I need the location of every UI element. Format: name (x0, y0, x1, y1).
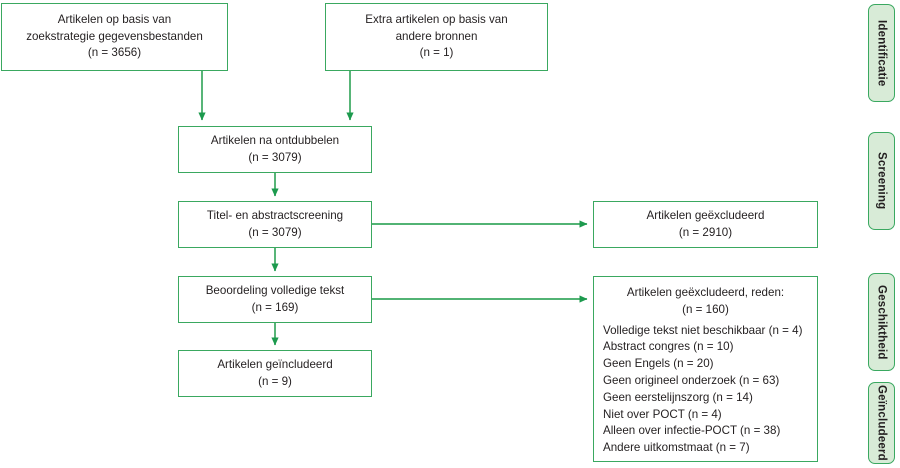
node-count: (n = 2910) (678, 225, 733, 239)
reasons-heading: Artikelen geëxcludeerd, reden: (626, 286, 785, 299)
node-line: andere bronnen (395, 29, 478, 43)
stage-label-text: Identificatie (875, 19, 888, 87)
node-line: Artikelen op basis van (57, 12, 172, 26)
node-records-from-other-sources: Extra artikelen op basis van andere bron… (325, 3, 548, 71)
stage-label-text: Geïncludeerd (875, 385, 888, 461)
stage-label-text: Screening (875, 152, 888, 210)
node-count: (n = 9) (258, 374, 292, 388)
reasons-heading-block: Artikelen geëxcludeerd, reden: (n = 160) (603, 285, 808, 319)
node-title-abstract-screening: Titel- en abstractscreening (n = 3079) (178, 201, 372, 248)
node-count: (n = 3079) (248, 150, 302, 164)
stage-label-text: Geschiktheid (875, 284, 888, 360)
stage-label-screening: Screening (868, 132, 895, 230)
reason-item: Geen eerstelijnszorg (n = 14) (603, 390, 753, 404)
stage-label-geincludeerd: Geïncludeerd (868, 382, 895, 464)
reasons-list: Volledige tekst niet beschikbaar (n = 4)… (603, 323, 808, 457)
node-line: zoekstrategie gegevensbestanden (26, 29, 203, 43)
node-count: (n = 3079) (248, 225, 302, 239)
node-records-from-databases: Artikelen op basis van zoekstrategie geg… (1, 3, 228, 71)
node-count: (n = 169) (251, 300, 299, 314)
stage-label-identificatie: Identificatie (868, 4, 895, 102)
reason-item: Niet over POCT (n = 4) (603, 407, 722, 421)
node-articles-excluded-with-reasons: Artikelen geëxcludeerd, reden: (n = 160)… (593, 276, 818, 462)
reason-item: Alleen over infectie-POCT (n = 38) (603, 424, 781, 438)
reasons-heading-count: (n = 160) (682, 302, 729, 316)
node-full-text-assessment: Beoordeling volledige tekst (n = 169) (178, 276, 372, 323)
node-count: (n = 1) (419, 46, 454, 60)
node-records-after-duplicates-removed: Artikelen na ontdubbelen (n = 3079) (178, 126, 372, 173)
node-line: Artikelen na ontdubbelen (210, 133, 340, 147)
reason-item: Andere uitkomstmaat (n = 7) (603, 441, 750, 455)
node-line: Extra artikelen op basis van (365, 12, 508, 26)
stage-label-geschiktheid: Geschiktheid (868, 273, 895, 371)
node-line: Titel- en abstractscreening (206, 208, 344, 222)
node-articles-included: Artikelen geïncludeerd (n = 9) (178, 350, 372, 397)
reason-item: Abstract congres (n = 10) (603, 340, 734, 354)
reason-item: Volledige tekst niet beschikbaar (n = 4) (603, 323, 803, 337)
node-count: (n = 3656) (87, 46, 142, 60)
reason-item: Geen origineel onderzoek (n = 63) (603, 373, 780, 387)
reason-item: Geen Engels (n = 20) (603, 357, 714, 371)
node-line: Artikelen geïncludeerd (217, 357, 333, 371)
node-articles-excluded-screening: Artikelen geëxcludeerd (n = 2910) (593, 201, 818, 248)
node-line: Artikelen geëxcludeerd (646, 208, 765, 222)
node-line: Beoordeling volledige tekst (205, 283, 345, 297)
